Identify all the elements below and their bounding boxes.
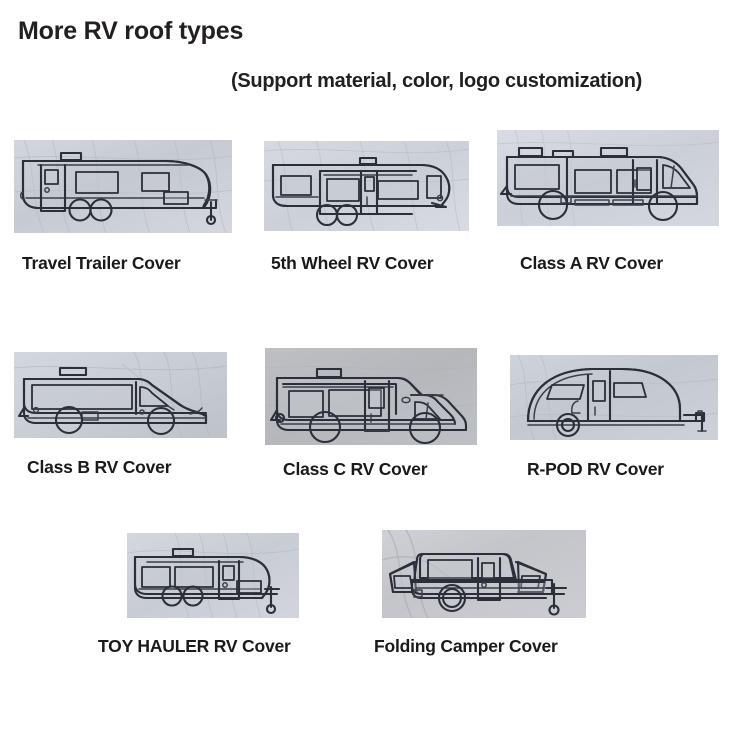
caption-class-b: Class B RV Cover bbox=[27, 457, 172, 477]
card-class-a[interactable]: Class A RV Cover bbox=[497, 130, 719, 273]
toy-hauler-photo bbox=[127, 533, 299, 618]
class-a-photo bbox=[497, 130, 719, 226]
r-pod-photo bbox=[510, 355, 718, 440]
caption-travel-trailer: Travel Trailer Cover bbox=[22, 253, 181, 273]
card-toy-hauler[interactable]: TOY HAULER RV Cover bbox=[98, 533, 299, 656]
fifth-wheel-drawing bbox=[271, 156, 451, 227]
fifth-wheel-photo bbox=[264, 141, 469, 231]
page-title: More RV roof types bbox=[18, 17, 244, 45]
fabric-texture bbox=[14, 140, 232, 233]
folding-camper-drawing bbox=[388, 552, 568, 616]
caption-r-pod: R-POD RV Cover bbox=[527, 459, 664, 479]
card-class-c[interactable]: Class C RV Cover bbox=[265, 348, 477, 479]
r-pod-drawing bbox=[526, 367, 707, 438]
fabric-texture bbox=[382, 530, 586, 618]
travel-trailer-drawing bbox=[20, 151, 218, 226]
caption-folding-camper: Folding Camper Cover bbox=[374, 636, 558, 656]
class-a-drawing bbox=[499, 146, 699, 222]
folding-camper-photo bbox=[382, 530, 586, 618]
card-travel-trailer[interactable]: Travel Trailer Cover bbox=[14, 140, 232, 273]
card-r-pod[interactable]: R-POD RV Cover bbox=[510, 355, 718, 479]
page-subtitle: (Support material, color, logo customiza… bbox=[231, 70, 642, 92]
caption-toy-hauler: TOY HAULER RV Cover bbox=[98, 636, 291, 656]
caption-class-c: Class C RV Cover bbox=[283, 459, 428, 479]
travel-trailer-photo bbox=[14, 140, 232, 233]
class-b-photo bbox=[14, 352, 227, 438]
card-fifth-wheel[interactable]: 5th Wheel RV Cover bbox=[264, 141, 469, 273]
class-b-drawing bbox=[17, 366, 208, 436]
caption-class-a: Class A RV Cover bbox=[520, 253, 664, 273]
class-c-photo bbox=[265, 348, 477, 445]
card-folding-camper[interactable]: Folding Camper Cover bbox=[374, 530, 586, 656]
card-class-b[interactable]: Class B RV Cover bbox=[14, 352, 227, 477]
class-c-drawing bbox=[269, 367, 468, 445]
toy-hauler-drawing bbox=[133, 547, 281, 615]
caption-fifth-wheel: 5th Wheel RV Cover bbox=[271, 253, 434, 273]
